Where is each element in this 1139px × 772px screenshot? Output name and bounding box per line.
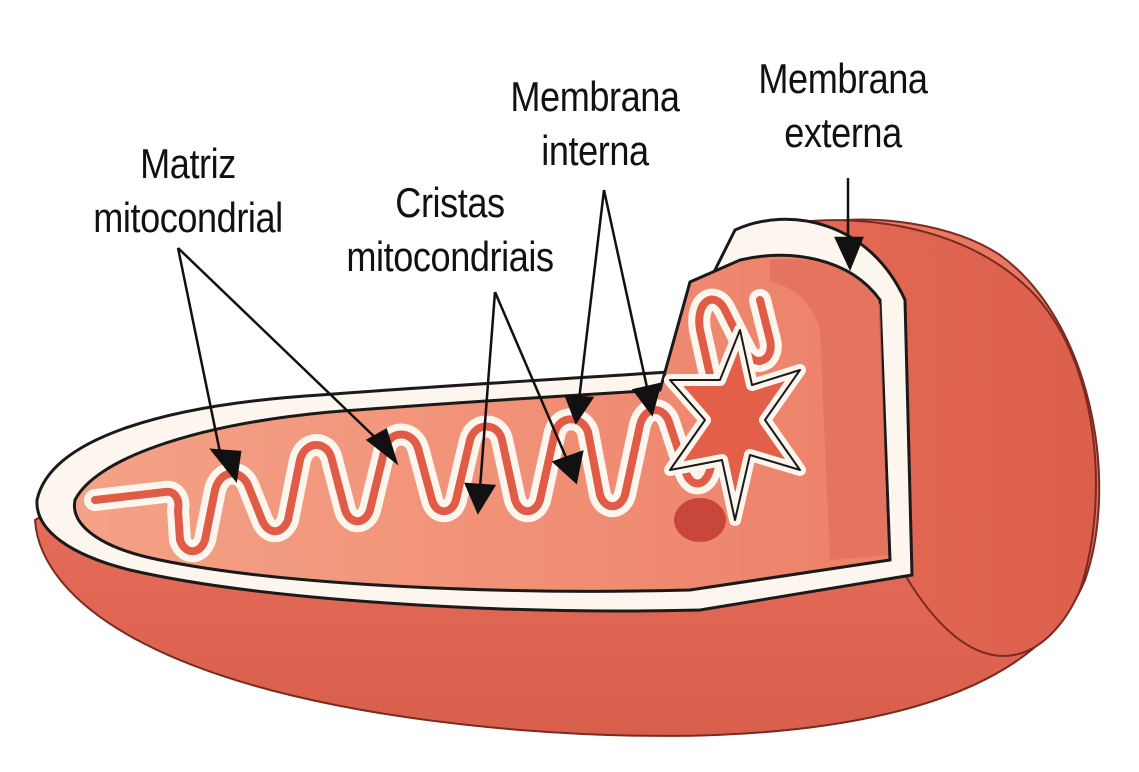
label-matrix: Matriz mitocondrial [59, 137, 317, 245]
label-matrix-line1: Matriz [140, 140, 236, 187]
label-outer-membrane-line2: externa [784, 109, 902, 156]
cristae-star-outline [669, 329, 801, 521]
label-cristae-line1: Cristas [395, 179, 505, 226]
cristae-dark-spot [674, 498, 726, 542]
matrix-dark-face [770, 259, 888, 560]
arrow-matrix-head-2 [365, 428, 399, 466]
label-outer-membrane-line1: Membrana [758, 55, 928, 102]
arrow-matrix-line-2 [177, 247, 385, 447]
arrow-inner-head-1 [564, 394, 595, 425]
arrow-cristae-head-2 [551, 450, 584, 485]
label-cristae-line2: mitocondriais [346, 233, 554, 280]
arrow-outer-head [834, 236, 864, 272]
arrow-matrix-head-1 [209, 448, 242, 484]
arrow-cristae-line-1 [478, 291, 497, 489]
label-inner-membrane: Membrana interna [466, 70, 724, 178]
pointer-arrows [176, 178, 864, 515]
arrow-inner-line-1 [577, 189, 606, 401]
arrow-inner-head-2 [631, 382, 662, 417]
shell-dome [757, 219, 1097, 657]
arrow-matrix-line-1 [176, 247, 224, 463]
arrow-inner-line-2 [602, 189, 650, 393]
label-inner-membrane-line2: interna [541, 127, 649, 174]
cristae-red-core [91, 295, 775, 556]
arrow-cristae-head-1 [464, 482, 497, 515]
label-inner-membrane-line1: Membrana [510, 73, 680, 120]
label-outer-membrane: Membrana externa [714, 52, 972, 160]
outer-shell [33, 218, 1101, 737]
arrow-cristae-line-2 [493, 291, 570, 463]
cristae-group [84, 288, 782, 563]
label-matrix-line2: mitocondrial [93, 194, 283, 241]
label-cristae: Cristas mitocondriais [321, 176, 579, 284]
